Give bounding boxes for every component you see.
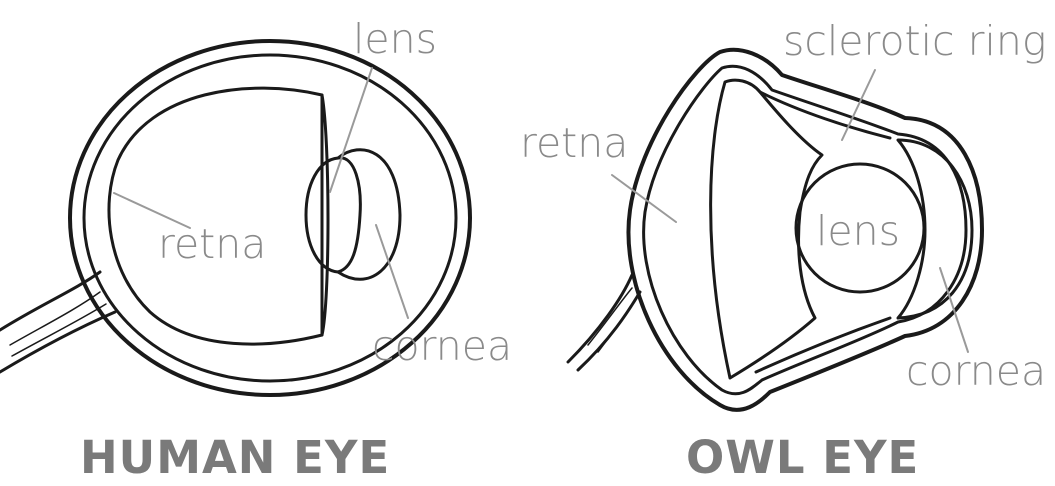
human-retina-label: retna <box>158 220 266 268</box>
human-lens-shape <box>306 158 360 272</box>
owl-cornea-shape <box>898 140 972 318</box>
owl-optic-nerve-fibers <box>588 288 638 352</box>
human-optic-nerve <box>0 272 115 372</box>
human-cornea-shape <box>338 150 400 280</box>
owl-eye-title: OWL EYE <box>686 431 919 484</box>
owl-sclerotic-ring-label: sclerotic ring <box>783 17 1046 65</box>
owl-retina-label: retna <box>520 119 628 167</box>
human-lens-leader <box>330 68 372 192</box>
human-eye-title: HUMAN EYE <box>80 431 390 484</box>
owl-optic-nerve <box>568 275 640 370</box>
human-eye-illustration: lens retna cornea HUMAN EYE <box>0 15 512 484</box>
owl-lens-label: lens <box>816 207 900 255</box>
owl-sclera-inner <box>644 66 966 394</box>
human-retina-region <box>109 88 322 344</box>
owl-retina-region <box>711 80 822 378</box>
owl-cornea-label: cornea <box>906 347 1046 395</box>
human-lens-label: lens <box>353 15 437 63</box>
owl-eye-illustration: sclerotic ring retna lens cornea OWL EYE <box>520 17 1046 484</box>
human-cornea-label: cornea <box>372 322 512 370</box>
owl-sclerotic-ring-lower <box>756 318 890 372</box>
